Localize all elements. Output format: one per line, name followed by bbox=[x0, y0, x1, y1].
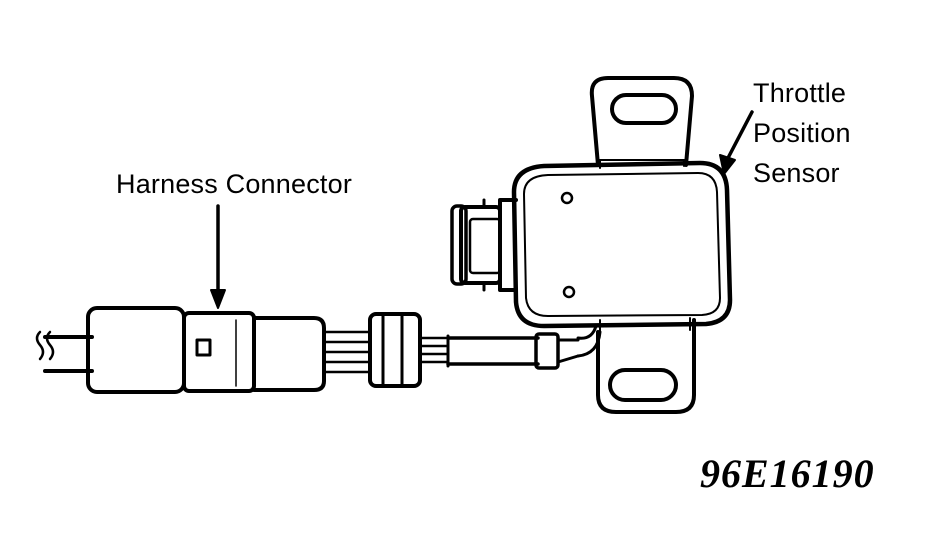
sensor-pigtail bbox=[418, 324, 602, 370]
sensor-top-ear bbox=[589, 76, 694, 167]
harness-connector-arrow bbox=[210, 204, 226, 309]
figure-number: 96E16190 bbox=[700, 451, 875, 496]
sensor-bottom-ear bbox=[596, 318, 696, 414]
tps-label-line-2: Position bbox=[753, 118, 851, 148]
tps-label-line-1: Throttle bbox=[753, 78, 847, 108]
connector-wires bbox=[322, 330, 372, 374]
harness-connector bbox=[86, 306, 326, 394]
harness-wire bbox=[35, 330, 94, 373]
harness-connector-label: Harness Connector bbox=[116, 169, 353, 199]
sensor-socket bbox=[450, 198, 518, 292]
sensor-body bbox=[511, 159, 733, 334]
tps-arrow bbox=[719, 110, 754, 175]
mating-plug bbox=[368, 312, 422, 388]
tps-label-line-3: Sensor bbox=[753, 158, 840, 188]
